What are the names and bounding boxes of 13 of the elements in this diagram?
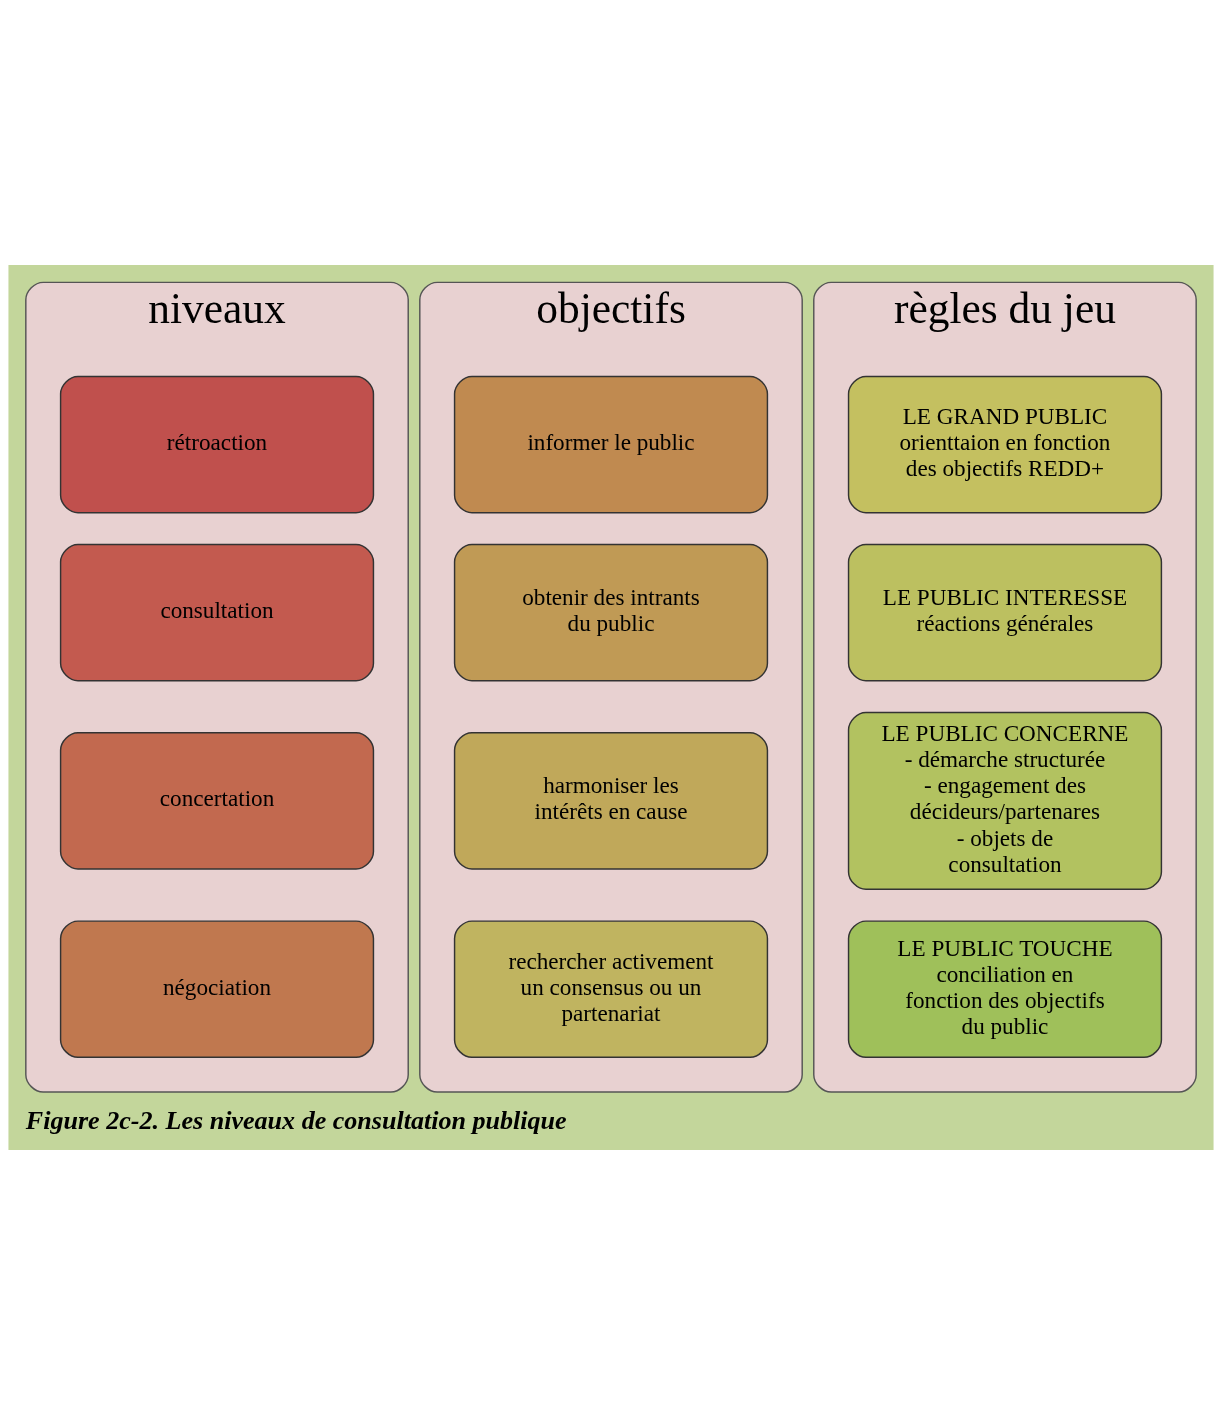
node-box: LE PUBLIC TOUCHE conciliation en fonction des objectifs du public [847,919,1163,1058]
node-box: concertation [59,731,375,870]
node-box: obtenir des intrants du public [453,543,769,681]
node-box: consultation [59,543,375,681]
node-box: rechercher activement un consensus ou un partenariat [453,919,769,1058]
node-box: LE GRAND PUBLIC orienttaion en fonction des objectifs REDD+ [847,375,1163,513]
caption: Figure 2c-2. Les niveaux de consultation publique [25,1105,567,1135]
node-box: rétroaction [59,375,375,513]
node-box: harmoniser les intérêts en cause [453,731,769,870]
node-box: informer le public [453,375,769,513]
node-box: négociation [59,919,375,1058]
node-box: LE PUBLIC CONCERNE - démarche structurée - engagement des décideurs/partenares - objets de consultation [847,711,1163,890]
node-box: LE PUBLIC INTERESSE réactions générales [847,543,1163,681]
